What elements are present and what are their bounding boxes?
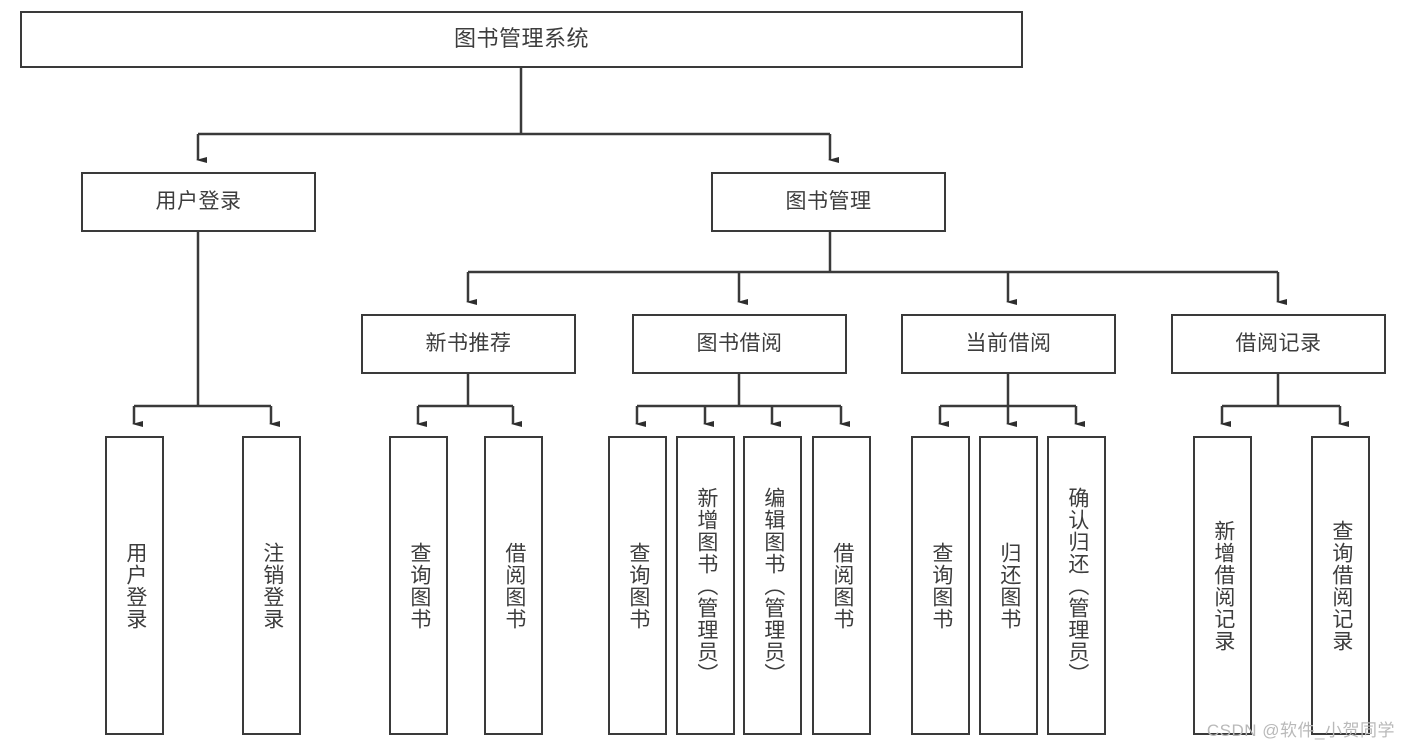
node-label: 注销登录 [260,541,284,630]
leaf-user-login-login[interactable]: 用户登录 [105,436,164,735]
leaf-borrow-record-query[interactable]: 查询借阅记录 [1311,436,1370,735]
leaf-book-borrow-query[interactable]: 查询图书 [608,436,667,735]
node-label: 查询借阅记录 [1329,519,1353,652]
node-label: 借阅记录 [1235,332,1322,356]
node-new-book-recommend[interactable]: 新书推荐 [361,314,576,374]
node-current-borrow[interactable]: 当前借阅 [901,314,1116,374]
node-root-system[interactable]: 图书管理系统 [20,11,1023,68]
leaf-current-borrow-return[interactable]: 归还图书 [979,436,1038,735]
node-user-login[interactable]: 用户登录 [81,172,316,232]
node-label: 用户登录 [123,541,147,630]
node-label: 归还图书 [997,541,1021,630]
leaf-user-login-logout[interactable]: 注销登录 [242,436,301,735]
node-label: 图书管理 [785,190,872,214]
node-book-borrow[interactable]: 图书借阅 [632,314,847,374]
leaf-current-borrow-query[interactable]: 查询图书 [911,436,970,735]
node-label: 编辑图书（管理员） [761,486,785,685]
node-label: 新书推荐 [425,332,512,356]
node-label: 借阅图书 [830,541,854,630]
node-label: 用户登录 [155,190,242,214]
leaf-book-borrow-add[interactable]: 新增图书（管理员） [676,436,735,735]
node-label: 借阅图书 [502,541,526,630]
leaf-current-borrow-confirm-return[interactable]: 确认归还（管理员） [1047,436,1106,735]
node-label: 新增图书（管理员） [694,486,718,685]
leaf-book-borrow-borrow[interactable]: 借阅图书 [812,436,871,735]
csdn-watermark: CSDN @软件_小贺同学 [1206,721,1395,740]
node-borrow-record[interactable]: 借阅记录 [1171,314,1386,374]
node-label: 新增借阅记录 [1211,519,1235,652]
node-book-management[interactable]: 图书管理 [711,172,946,232]
leaf-new-book-query[interactable]: 查询图书 [389,436,448,735]
node-label: 查询图书 [929,541,953,630]
node-label: 查询图书 [626,541,650,630]
node-label: 当前借阅 [965,332,1052,356]
leaf-borrow-record-add[interactable]: 新增借阅记录 [1193,436,1252,735]
leaf-book-borrow-edit[interactable]: 编辑图书（管理员） [743,436,802,735]
node-label: 图书借阅 [696,332,783,356]
node-label: 查询图书 [407,541,431,630]
node-label: 确认归还（管理员） [1065,486,1089,685]
node-label: 图书管理系统 [453,26,589,52]
leaf-new-book-borrow[interactable]: 借阅图书 [484,436,543,735]
